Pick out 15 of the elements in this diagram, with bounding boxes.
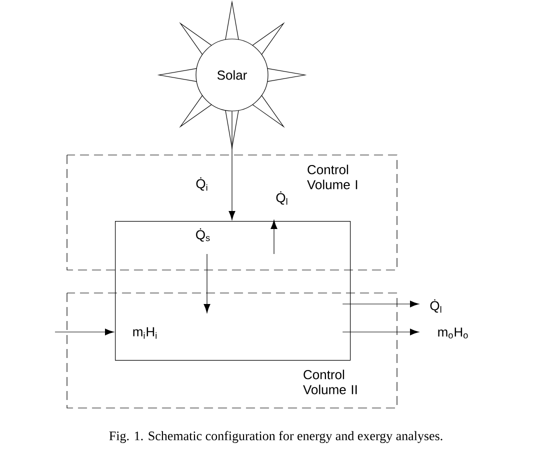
edge-label: Q̇$_{l}$ xyxy=(276,191,288,205)
edge-label: Q̇$_{i}$ xyxy=(196,177,208,191)
arrow xyxy=(342,328,419,336)
arrow xyxy=(54,328,114,336)
edge-label: m$_{o}$H$_{o}$ xyxy=(438,328,468,338)
edge-label: Q̇$_{l}$ xyxy=(430,299,442,313)
boundary-label: Control Volume I xyxy=(307,164,358,190)
edge-label: m$_{i}$H$_{i}$ xyxy=(133,327,157,339)
arrow xyxy=(270,220,278,254)
arrow xyxy=(228,111,236,220)
collector-box xyxy=(115,221,351,361)
caption: Fig. 1. Schematic configuration for energy and exergy analyses. xyxy=(109,431,442,443)
sun-drawing: Solar xyxy=(157,0,307,150)
arrow xyxy=(342,300,419,308)
flow-label: Q̇$_{s}$ xyxy=(196,228,210,242)
